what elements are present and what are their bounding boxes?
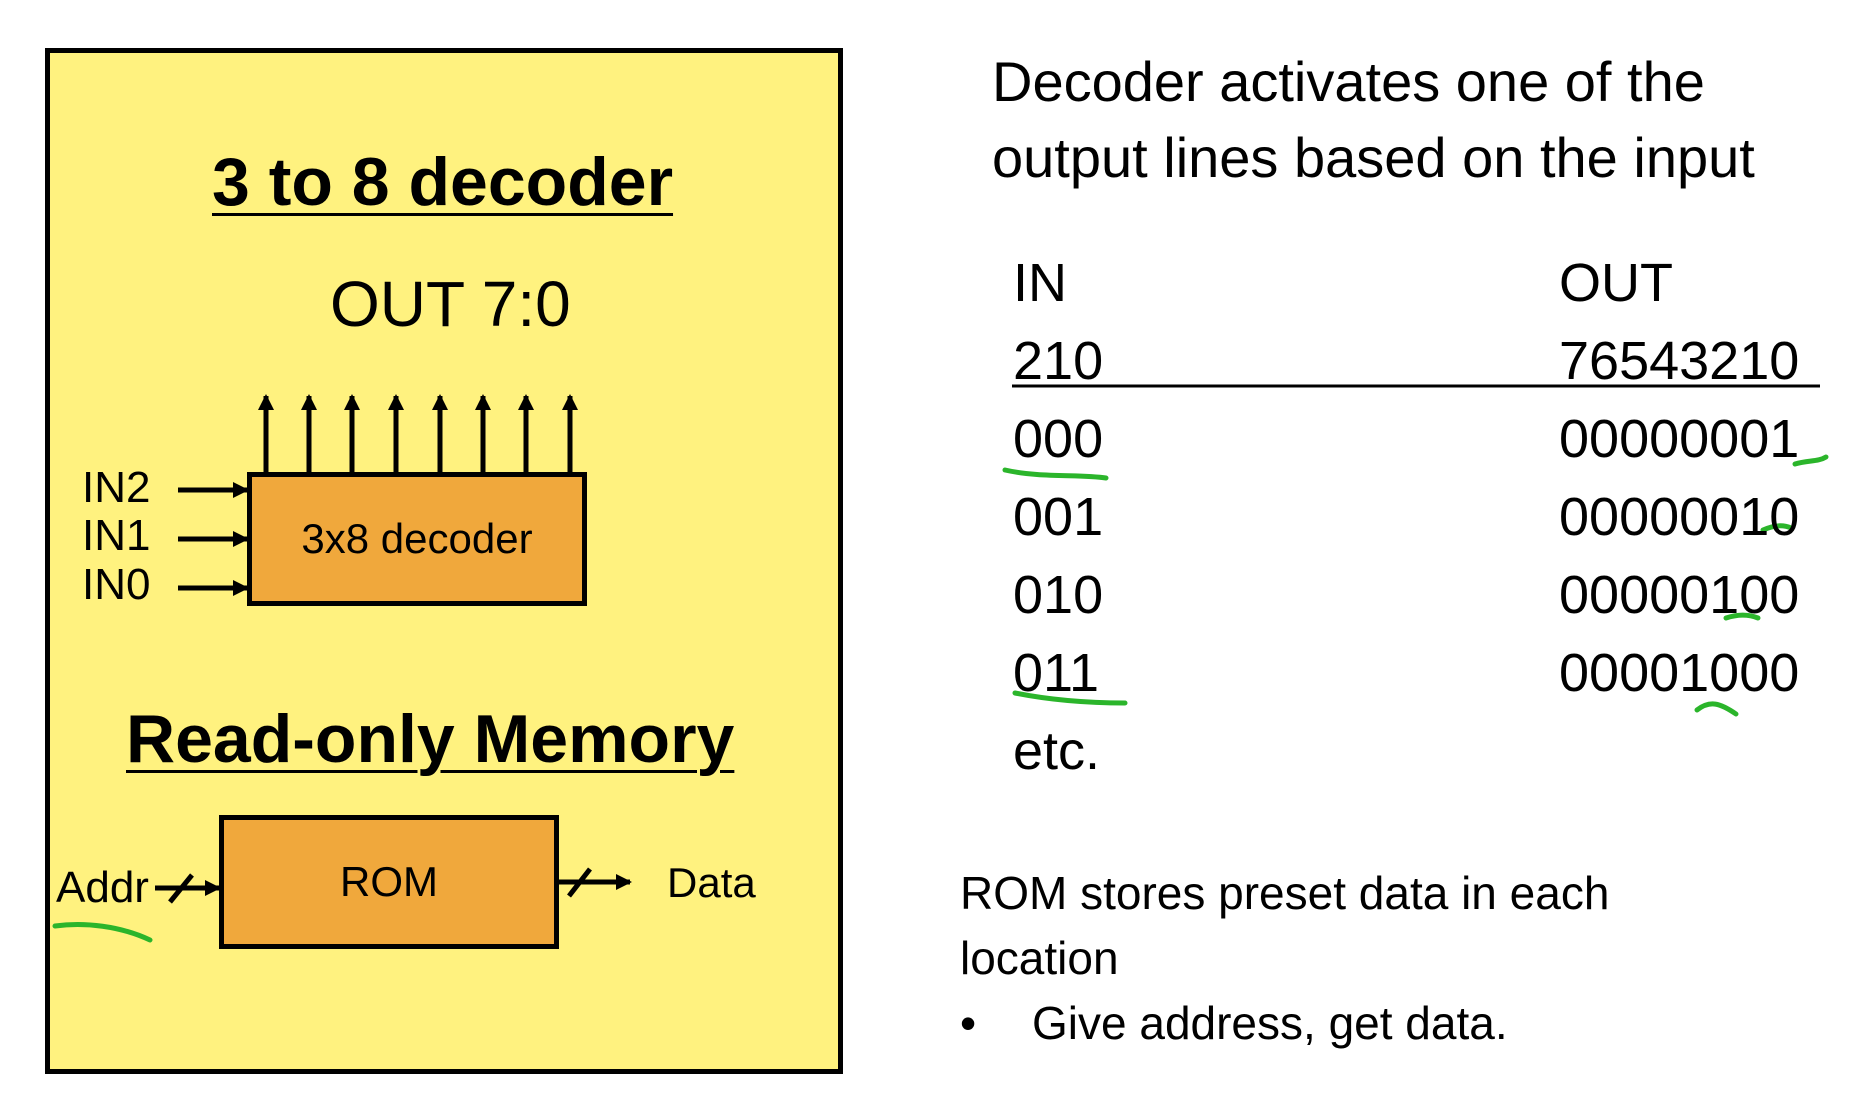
rom-description-line1: ROM stores preset data in each [960, 867, 1610, 919]
decoder-box: 3x8 decoder [247, 472, 587, 606]
rom-box: ROM [219, 815, 559, 949]
rom-box-label: ROM [340, 858, 438, 905]
decoder-box-label: 3x8 decoder [301, 515, 533, 562]
decoder-description-line1: Decoder activates one of the [992, 50, 1705, 113]
mark-out-row1 [1792, 454, 1829, 467]
decoder-input-arrows [178, 482, 249, 596]
decoder-title: 3 to 8 decoder [212, 144, 674, 220]
table-subheader-out: 76543210 [1559, 331, 1800, 391]
input-label-in0: IN0 [82, 560, 151, 609]
mark-out-row3 [1723, 612, 1761, 621]
table-row-out: 00000010 [1559, 487, 1800, 547]
rom-arrows [155, 867, 632, 904]
table-row-in: 001 [1013, 487, 1104, 547]
table-row-in: 010 [1013, 565, 1104, 625]
mark-out-row2 [1760, 523, 1794, 533]
addr-bus-slash [168, 873, 194, 904]
underline-addr [52, 922, 153, 943]
rom-title: Read-only Memory [126, 701, 735, 777]
table-row-out: 00001000 [1559, 643, 1800, 703]
bullet-dot-icon: • [960, 997, 977, 1049]
decoder-out-label: OUT 7:0 [330, 268, 571, 340]
table-etc: etc. [1013, 721, 1101, 781]
table-header-in: IN [1013, 253, 1067, 313]
input-label-in2: IN2 [82, 463, 151, 512]
table-subheader-in: 210 [1013, 331, 1104, 391]
underline-in-011 [1012, 690, 1128, 706]
rom-addr-label: Addr [56, 863, 149, 912]
table-row-out: 00000100 [1559, 565, 1800, 625]
table-row-in: 011 [1013, 643, 1100, 703]
table-header-out: OUT [1559, 253, 1673, 313]
green-annotations [52, 454, 1829, 943]
rom-description-bullet: Give address, get data. [1032, 997, 1508, 1049]
rom-data-label: Data [667, 859, 756, 906]
rom-description-line2: location [960, 932, 1119, 984]
underline-in-000 [1002, 467, 1109, 481]
data-bus-slash [567, 867, 592, 898]
input-label-in1: IN1 [82, 511, 151, 560]
table-row-in: 000 [1013, 409, 1104, 469]
table-row-out: 00000001 [1559, 409, 1800, 469]
decoder-output-arrows [258, 394, 578, 472]
decoder-description-line2: output lines based on the input [992, 126, 1755, 189]
mark-out-row4 [1694, 701, 1739, 717]
